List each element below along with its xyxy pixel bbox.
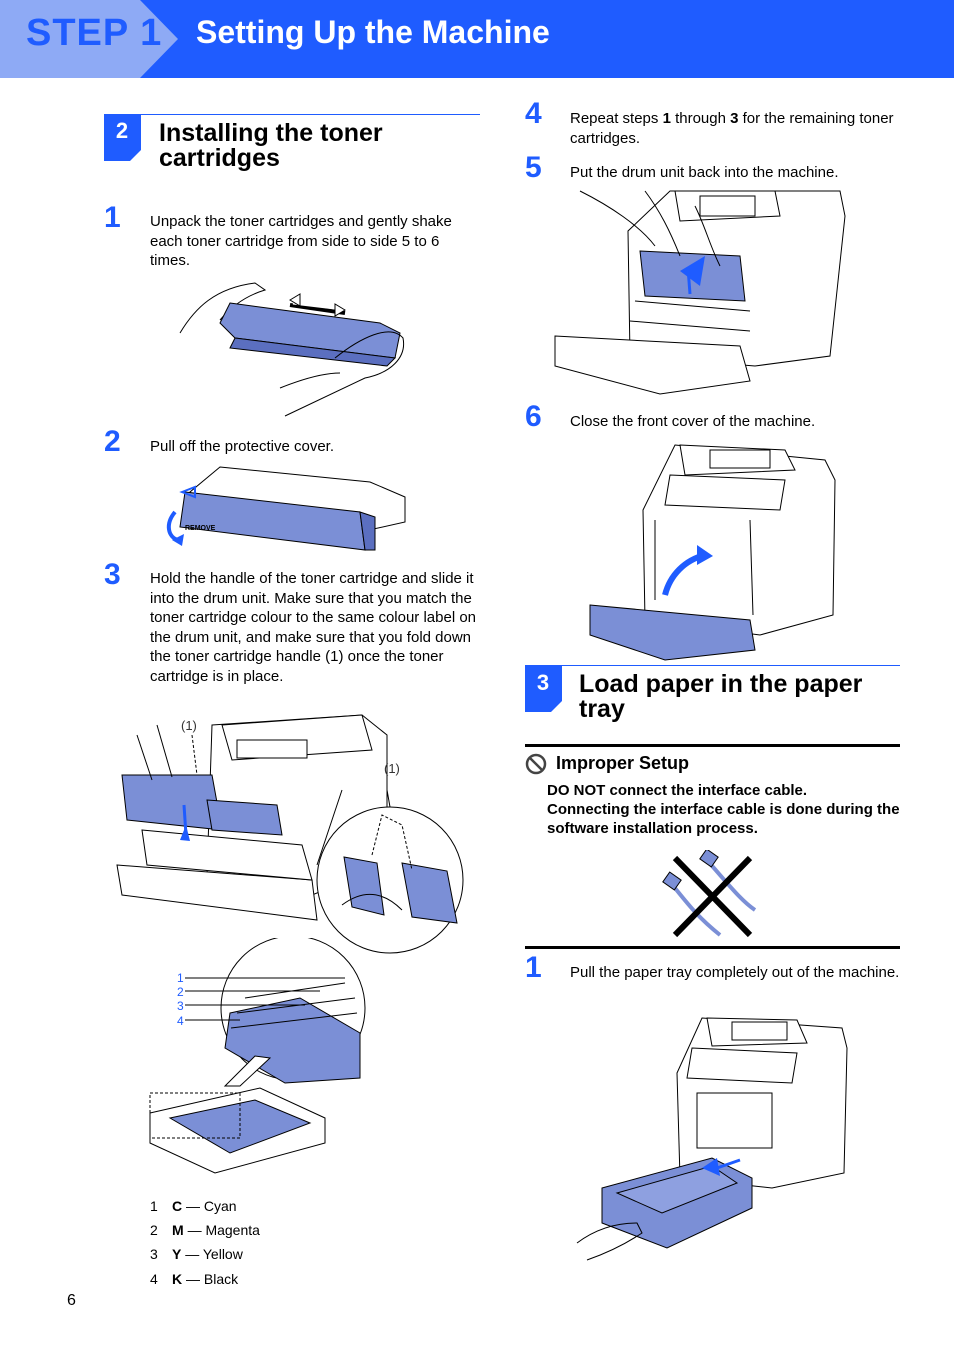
section-title-line2: cartridges (159, 144, 280, 172)
warning-top-rule (525, 744, 900, 747)
warning-title: Improper Setup (556, 753, 690, 773)
section-number-tab (525, 665, 562, 712)
step-number-1: 1 (104, 201, 121, 234)
handle-callout-b: (1) (384, 761, 400, 776)
step-number-4: 4 (525, 97, 542, 130)
no-cable-icon (662, 850, 757, 938)
close-cover-illustration (589, 444, 836, 661)
step-text-5: Put the drum unit back into the machine. (570, 164, 839, 181)
section-number-tab (104, 114, 141, 161)
drum-back-illustration (554, 190, 846, 395)
section-rule (104, 114, 480, 115)
page-title: Setting Up the Machine (196, 14, 550, 50)
paper-step-text-1: Pull the paper tray completely out of th… (570, 964, 900, 981)
section-heading-toner: 2 Installing the toner cartridges (104, 114, 480, 174)
warning-text: DO NOT connect the interface cable. Conn… (547, 782, 900, 837)
header-banner: STEP 1 Setting Up the Machine (0, 0, 954, 78)
drum-unit-slots-illustration (149, 938, 366, 1174)
step-tab (0, 0, 178, 78)
warning-bottom-rule (525, 946, 900, 949)
step-text-4: Repeat steps 1 through 3 for the remaini… (570, 110, 894, 147)
step-text-2: Pull off the protective cover. (150, 438, 334, 455)
step-text-1: Unpack the toner cartridges and gently s… (150, 213, 452, 269)
slot-label-3: 3 (177, 999, 184, 1013)
remove-tag-label: REMOVE (185, 525, 216, 532)
slot-label-1: 1 (177, 971, 184, 985)
section-title-line1: Installing the toner (159, 119, 383, 147)
step-label: STEP 1 (26, 12, 163, 54)
section-heading-paper: 3 Load paper in the paper tray (525, 665, 900, 722)
step-number-5: 5 (525, 151, 542, 184)
slot-label-4: 4 (177, 1014, 184, 1028)
step-number-6: 6 (525, 400, 542, 433)
insert-cartridge-illustration (116, 714, 464, 954)
pull-tray-illustration (576, 1017, 848, 1261)
slot-label-2: 2 (177, 985, 184, 999)
paper-step-number-1: 1 (525, 951, 542, 984)
section-number: 2 (115, 118, 129, 143)
step-number-2: 2 (104, 425, 121, 458)
prohibited-icon (525, 753, 547, 775)
step-text-6: Close the front cover of the machine. (570, 413, 816, 430)
section-rule (525, 665, 900, 666)
section-number: 3 (536, 670, 550, 695)
step-number-3: 3 (104, 558, 121, 591)
section-title: Load paper in the paper tray (579, 670, 863, 723)
shake-cartridge-illustration (179, 282, 405, 417)
protective-cover-illustration: REMOVE (166, 466, 406, 551)
page-number: 6 (67, 1292, 76, 1309)
step-text-3: Hold the handle of the toner cartridge a… (150, 570, 477, 685)
handle-callout-a: (1) (181, 718, 197, 733)
